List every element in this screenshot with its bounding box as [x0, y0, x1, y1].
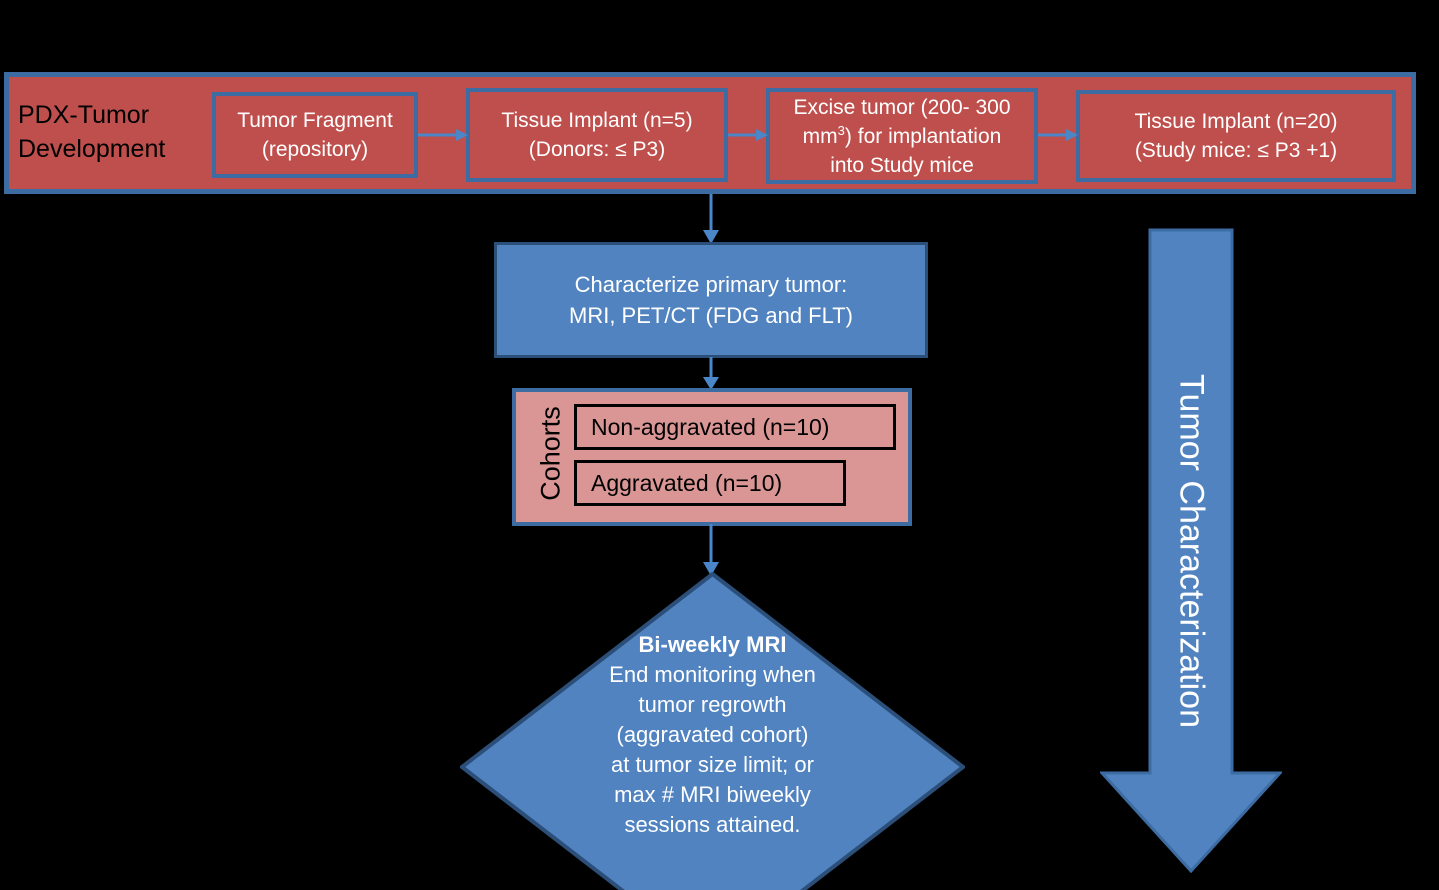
characterize-line1: Characterize primary tumor:: [574, 272, 848, 297]
excise-line3: into Study mice: [830, 153, 974, 177]
tumor-fragment-line2: (repository): [261, 138, 369, 161]
box-tissue-implant-study-text: Tissue Implant (n=20) (Study mice: ≤ P3 …: [1135, 107, 1338, 165]
box-cohorts: Cohorts Non-aggravated (n=10) Aggravated…: [512, 388, 912, 526]
diamond-line6: sessions attained.: [624, 812, 801, 837]
box-excise-tumor[interactable]: Excise tumor (200- 300 mm3) for implanta…: [766, 88, 1038, 184]
tumor-fragment-line1: Tumor Fragment: [237, 109, 393, 132]
diamond-line3: (aggravated cohort): [616, 722, 809, 747]
box-excise-tumor-text: Excise tumor (200- 300 mm3) for implanta…: [793, 93, 1010, 180]
box-tissue-implant-donors[interactable]: Tissue Implant (n=5) (Donors: ≤ P3): [466, 88, 728, 182]
connector-arrow-down-1: [703, 194, 719, 244]
excise-line2-pre: mm: [802, 124, 838, 148]
excise-line1: Excise tumor (200- 300: [793, 95, 1011, 119]
donor-line2: (Donors: ≤ P3): [528, 138, 666, 161]
down-arrow-icon: [1098, 228, 1284, 874]
excise-superscript: 3: [837, 122, 845, 138]
tumor-characterization-label: Tumor Characterization: [1172, 373, 1211, 728]
diamond-title: Bi-weekly MRI: [638, 632, 787, 657]
connector-arrow-right-3: [1038, 129, 1078, 141]
diamond-line5: max # MRI biweekly: [614, 782, 811, 807]
excise-line2-post: ) for implantation: [844, 124, 1002, 148]
cohort-non-aggravated-label: Non-aggravated (n=10): [591, 413, 830, 440]
cohort-item-aggravated[interactable]: Aggravated (n=10): [574, 460, 846, 506]
connector-arrow-down-2: [703, 357, 719, 390]
diamond-line1: End monitoring when: [609, 662, 816, 687]
connector-arrow-right-2: [728, 129, 768, 141]
stage-development-label: PDX-Tumor Development: [18, 101, 166, 163]
box-tumor-fragment[interactable]: Tumor Fragment (repository): [212, 92, 418, 178]
diamond-line4: at tumor size limit; or: [611, 752, 814, 777]
decision-diamond[interactable]: Bi-weekly MRI End monitoring when tumor …: [460, 572, 965, 890]
box-tissue-implant-donors-text: Tissue Implant (n=5) (Donors: ≤ P3): [501, 106, 692, 164]
box-tissue-implant-study[interactable]: Tissue Implant (n=20) (Study mice: ≤ P3 …: [1076, 90, 1396, 182]
cohort-aggravated-label: Aggravated (n=10): [591, 469, 783, 496]
connector-arrow-down-3: [703, 524, 719, 576]
tumor-characterization-arrow: Tumor Characterization: [1098, 228, 1284, 874]
box-characterize-primary-tumor[interactable]: Characterize primary tumor: MRI, PET/CT …: [494, 242, 928, 358]
study-line2: (Study mice: ≤ P3 +1): [1134, 139, 1338, 162]
donor-line1: Tissue Implant (n=5): [501, 109, 693, 132]
box-characterize-text: Characterize primary tumor: MRI, PET/CT …: [569, 269, 853, 331]
characterize-line2: MRI, PET/CT (FDG and FLT): [569, 303, 853, 328]
box-tumor-fragment-text: Tumor Fragment (repository): [237, 106, 393, 164]
connector-arrow-right-1: [418, 129, 468, 141]
cohorts-label: Cohorts: [535, 406, 566, 501]
study-line1: Tissue Implant (n=20): [1134, 110, 1338, 133]
diamond-line2: tumor regrowth: [638, 692, 787, 717]
cohort-item-non-aggravated[interactable]: Non-aggravated (n=10): [574, 404, 896, 450]
diamond-text-block: Bi-weekly MRI End monitoring when tumor …: [548, 630, 878, 840]
